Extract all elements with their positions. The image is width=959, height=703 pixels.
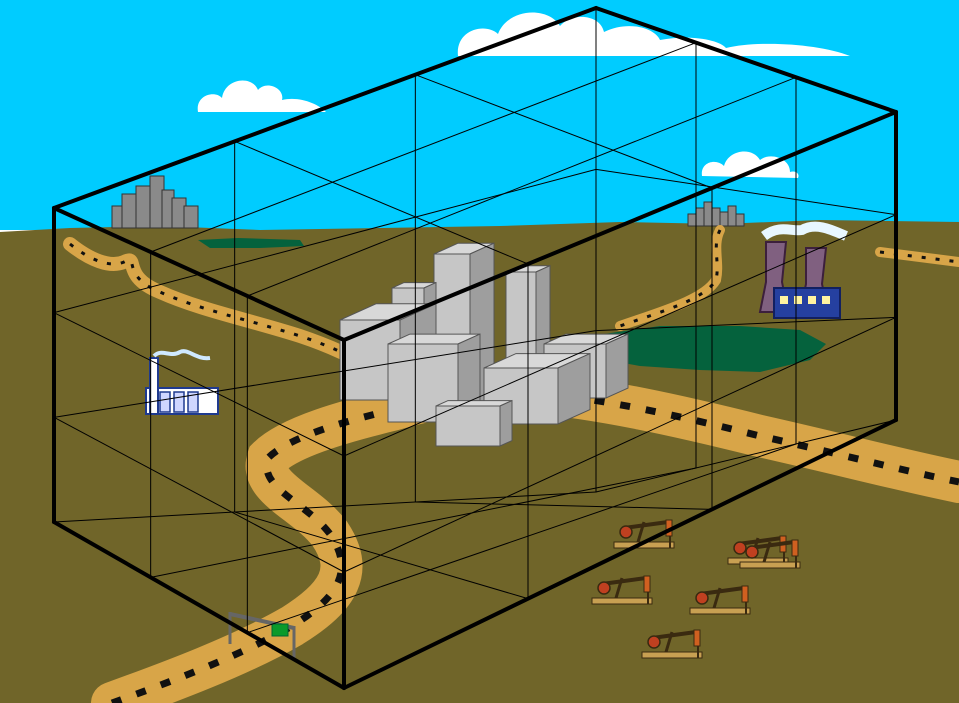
building — [436, 401, 512, 446]
